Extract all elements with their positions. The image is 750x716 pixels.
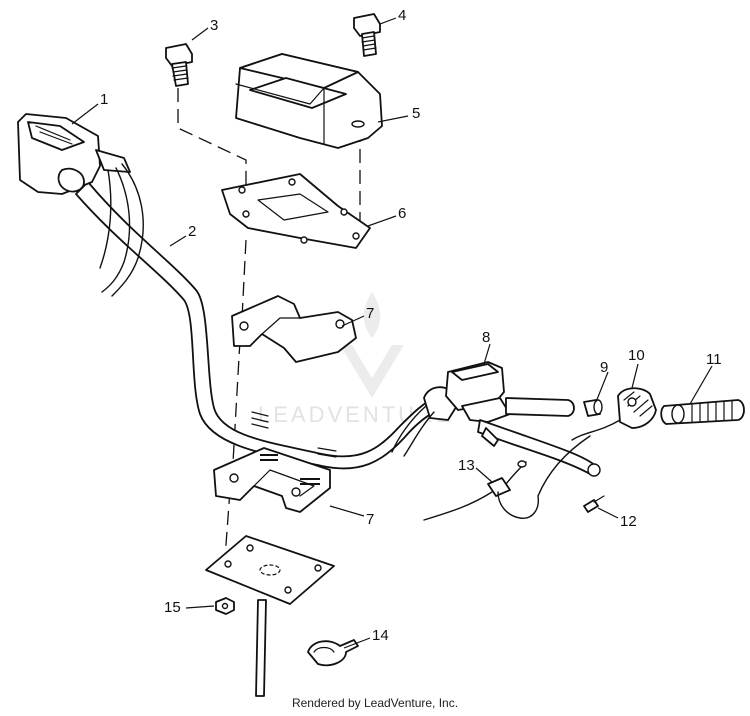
- render-credit: Rendered by LeadVenture, Inc.: [291, 696, 459, 710]
- screw-12: [583, 495, 605, 513]
- upper-clamp: [231, 295, 357, 363]
- nut-15: [215, 597, 235, 615]
- callout-13: 13: [458, 457, 475, 474]
- callout-8: 8: [482, 329, 490, 346]
- throttle-housing: [571, 387, 657, 441]
- callout-6: 6: [398, 205, 406, 222]
- lower-clamp: [213, 447, 331, 513]
- spacer: [583, 399, 603, 417]
- leader-lines: [71, 17, 713, 649]
- bolt-3: [165, 43, 193, 87]
- left-control-pod: [17, 113, 144, 297]
- callout-11: 11: [706, 351, 722, 368]
- handlebar-cover: [235, 53, 383, 149]
- callout-12: 12: [620, 513, 637, 530]
- callout-7-lower: 7: [366, 511, 374, 528]
- brake-switch: [423, 435, 591, 521]
- brake-master-cylinder: [391, 361, 601, 477]
- callout-9: 9: [600, 359, 608, 376]
- callout-15: 15: [164, 599, 181, 616]
- handlebar-grip: [660, 399, 745, 425]
- callout-4: 4: [398, 7, 406, 24]
- callout-3: 3: [210, 17, 218, 34]
- callout-labels: 1 2 3 4 5 6 7 7 8 9 10 11 12 13 14 15: [100, 7, 722, 644]
- cable-clamp: [307, 639, 359, 667]
- bolt-4: [353, 13, 381, 57]
- steering-post-plate: [205, 535, 335, 697]
- callout-5: 5: [412, 105, 420, 122]
- callout-10: 10: [628, 347, 645, 364]
- callout-14: 14: [372, 627, 389, 644]
- mounting-plate: [221, 173, 371, 249]
- callout-2: 2: [188, 223, 196, 240]
- callout-7-upper: 7: [366, 305, 374, 322]
- callout-1: 1: [100, 91, 108, 108]
